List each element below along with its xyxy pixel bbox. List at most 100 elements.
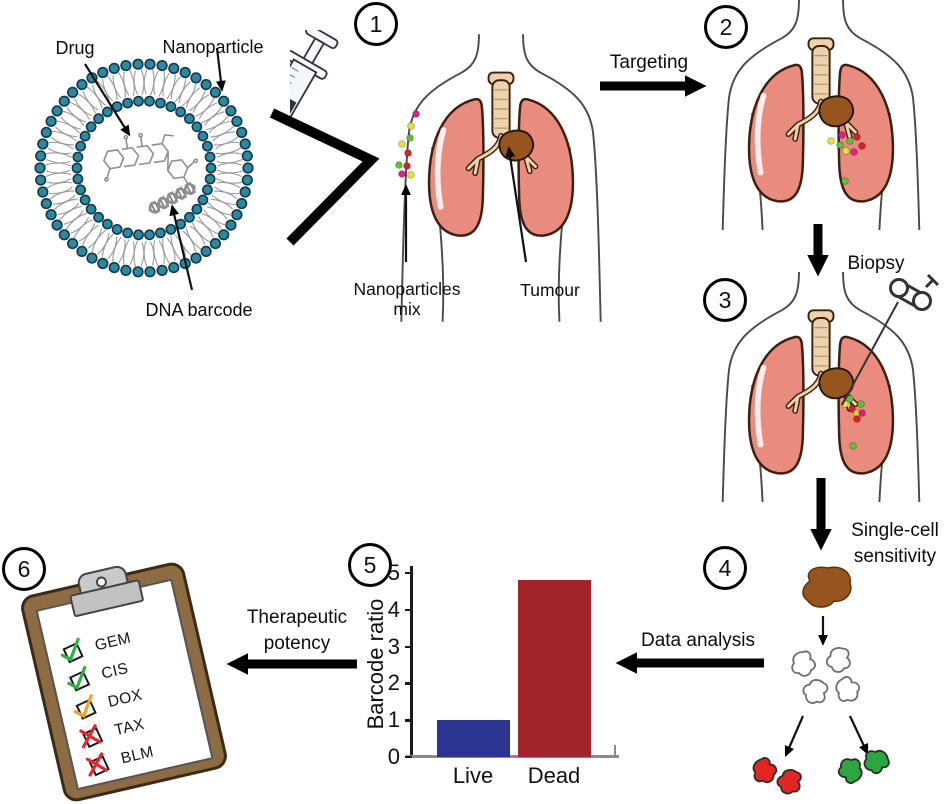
lipid-head (204, 173, 216, 185)
y-tick-mark (405, 756, 412, 759)
lipid-head (75, 184, 86, 196)
lipid-tail (118, 239, 126, 264)
targeting-label: Targeting (609, 52, 689, 73)
lipid-tail (158, 240, 165, 265)
cross-icon (85, 752, 108, 777)
lipid-tail (87, 228, 103, 249)
lipid-head (239, 186, 251, 198)
dna-barcode-pointer-arrow (169, 204, 194, 291)
lipid-tail (208, 120, 231, 134)
step-badge-1: 1 (354, 2, 398, 46)
lipid-head (120, 60, 132, 72)
drug-name-blm: BLM (119, 742, 156, 767)
y-tick-label-0: 0 (387, 744, 400, 769)
check-icon (60, 637, 80, 662)
lipid-tail (212, 131, 236, 142)
lipid-head (218, 95, 230, 107)
bar-live (437, 720, 510, 757)
lipid-head (144, 266, 156, 278)
lipid-head (132, 58, 144, 70)
lipid-tail (123, 71, 130, 96)
lipid-head (218, 229, 230, 241)
lipid-head (175, 106, 186, 118)
lipid-head (102, 218, 113, 230)
check-mark (73, 694, 97, 720)
lipid-head (190, 72, 202, 84)
drug-name-gem: GEM (93, 629, 133, 654)
lipid-head (241, 174, 253, 186)
lipid-tail (204, 111, 225, 126)
lipid-head (204, 151, 216, 163)
lipid-head (201, 184, 213, 196)
lipid-head (225, 219, 237, 231)
lipid-head (183, 211, 195, 223)
lipid-tail (45, 169, 71, 174)
lipid-head (40, 198, 52, 210)
lipid-tail (216, 181, 241, 189)
therapeutic-line2: potency (263, 633, 331, 654)
lipid-head (236, 198, 248, 210)
lipid-tail (47, 147, 72, 155)
therapeutic-line1: Therapeutic (246, 607, 348, 628)
live-cells (834, 747, 892, 787)
lipid-head (85, 203, 97, 215)
lipid-head (97, 66, 109, 79)
lipid-head (200, 245, 212, 257)
lipid-head (133, 95, 144, 107)
lipid-head (102, 106, 113, 118)
lipid-head (239, 138, 251, 150)
lipid-tail (143, 69, 148, 95)
lipid-tail (211, 198, 234, 210)
lipid-head (183, 113, 195, 125)
y-tick-label-4: 4 (387, 596, 400, 622)
lipid-head (154, 227, 166, 239)
biopsy-needle-line (841, 301, 899, 406)
lipid-head (72, 173, 84, 185)
y-tick-label-5: 5 (387, 560, 400, 585)
nanoparticles-mix-line1: Nanoparticles (353, 279, 461, 299)
lipid-tail (102, 79, 114, 102)
drug-name-tax: TAX (112, 715, 146, 739)
lipid-head (144, 95, 155, 107)
lipid-head (76, 78, 88, 91)
nanoparticles-mix-line2: mix (393, 299, 421, 319)
y-tick-mark (405, 608, 412, 612)
y-tick-mark (405, 645, 412, 648)
biopsy-tool-icon (889, 273, 940, 311)
y-tick-label-1: 1 (387, 707, 400, 733)
cross-mark (85, 752, 110, 777)
lipid-tail (170, 76, 181, 100)
lipid-tail (63, 210, 84, 225)
check-mark (60, 637, 84, 664)
lipid-head (93, 211, 104, 223)
check-icon (67, 665, 87, 690)
lipid-tail (192, 94, 210, 113)
lipid-head (191, 203, 203, 215)
lipid-head (120, 264, 132, 276)
lipid-tail (217, 162, 243, 167)
lipid-head (201, 140, 213, 152)
step-badge-3: 3 (703, 278, 747, 322)
lipid-head (144, 58, 156, 70)
lipid-head (156, 60, 168, 72)
nanoparticle-pointer-arrow (215, 47, 226, 92)
lipid-head (79, 194, 91, 206)
lipid-head (75, 140, 86, 152)
biopsy-label: Biopsy (847, 253, 905, 274)
lipid-head (133, 229, 144, 241)
lipid-tail (107, 236, 118, 260)
single-cell-sensitivity-label: Single-cell sensitivity (851, 518, 939, 570)
lipid-tail (82, 90, 99, 111)
y-tick-mark (405, 682, 412, 685)
lipid-head (35, 174, 47, 186)
syringe-icon (290, 30, 339, 128)
tumour-label: Tumour (520, 280, 580, 300)
chart-x-axis (406, 755, 619, 758)
flow-chevron (269, 108, 380, 246)
lipid-tail (217, 172, 242, 177)
nanoparticle-label: Nanoparticle (162, 37, 264, 57)
lipid-head (241, 150, 253, 162)
